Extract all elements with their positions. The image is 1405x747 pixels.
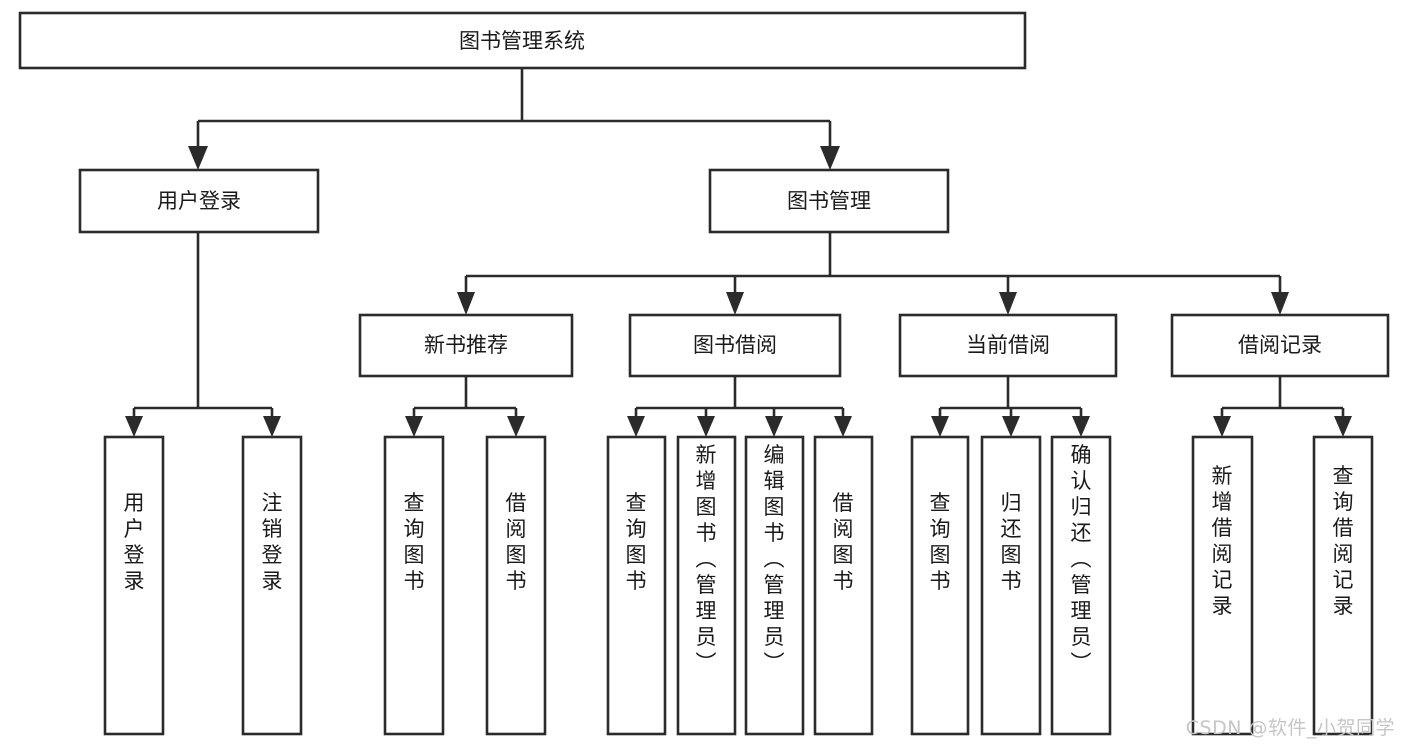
node-leaf-add-borrow-record-box[interactable] — [1191, 435, 1254, 736]
node-leaf-borrow-book[interactable]: 借阅图书 — [813, 435, 874, 736]
node-leaf-borrow-book-recommend-label: 借阅图书 — [506, 491, 527, 593]
node-leaf-query-book-recommend-box[interactable] — [383, 435, 445, 736]
arrow-head-leaf-user-login — [125, 416, 143, 437]
arrow-head-leaf-query-book-recommend — [405, 416, 423, 437]
node-current-borrow-box[interactable] — [898, 313, 1118, 378]
node-leaf-user-login-box[interactable] — [103, 435, 165, 736]
node-leaf-query-book-current-label: 查询图书 — [930, 491, 951, 593]
connector-group-new-book-recommend — [405, 376, 525, 437]
connector-group-root — [188, 68, 840, 170]
arrow-head-leaf-add-borrow-record — [1213, 416, 1231, 437]
node-leaf-query-borrow-record-box[interactable] — [1312, 435, 1374, 736]
arrow-head-leaf-return-book — [1002, 416, 1020, 437]
node-leaf-query-book-borrow[interactable]: 查询图书 — [606, 435, 667, 736]
arrow-head-current-borrow — [999, 292, 1017, 315]
csdn-watermark: CSDN @软件_小贺同学 — [1185, 717, 1395, 739]
node-book-borrow-label: 图书借阅 — [693, 333, 777, 357]
node-leaf-logout-box[interactable] — [241, 435, 303, 736]
arrow-head-book-management — [820, 146, 840, 170]
node-leaf-query-book-recommend[interactable]: 查询图书 — [383, 435, 445, 736]
arrow-head-book-borrow — [726, 292, 744, 315]
node-leaf-edit-book-admin-label: 编辑图书︵管理员︶ — [764, 443, 785, 675]
arrow-head-leaf-query-book-current — [931, 416, 949, 437]
connector-group-borrow-records — [1213, 376, 1352, 437]
node-leaf-add-book-admin-box[interactable] — [676, 435, 737, 736]
connector-group-book-management — [457, 232, 1289, 315]
arrow-head-leaf-add-book-admin — [697, 416, 715, 437]
node-leaf-user-login[interactable]: 用户登录 — [103, 435, 165, 736]
node-leaf-return-book-box[interactable] — [980, 435, 1042, 736]
node-current-borrow-label: 当前借阅 — [966, 333, 1050, 357]
node-leaf-query-borrow-record-label: 查询借阅记录 — [1333, 464, 1354, 618]
arrow-head-leaf-query-book-borrow — [627, 416, 645, 437]
node-root-label: 图书管理系统 — [459, 29, 585, 53]
node-book-management[interactable]: 图书管理 — [708, 168, 950, 234]
arrow-head-leaf-borrow-book-recommend — [507, 416, 525, 437]
node-leaf-borrow-book-recommend[interactable]: 借阅图书 — [485, 435, 547, 736]
node-new-book-recommend-box[interactable] — [358, 313, 574, 378]
node-book-management-box[interactable] — [708, 168, 950, 234]
node-current-borrow[interactable]: 当前借阅 — [898, 313, 1118, 378]
node-root[interactable]: 图书管理系统 — [18, 11, 1027, 70]
arrow-head-leaf-borrow-book — [834, 416, 852, 437]
node-leaf-borrow-book-label: 借阅图书 — [833, 491, 854, 593]
node-leaf-confirm-return-admin-box[interactable] — [1050, 435, 1112, 736]
arrow-head-leaf-logout — [263, 416, 281, 437]
node-leaf-user-login-label: 用户登录 — [124, 491, 145, 593]
node-leaf-query-book-borrow-label: 查询图书 — [626, 491, 647, 593]
node-borrow-records-label: 借阅记录 — [1238, 333, 1322, 357]
node-leaf-add-book-admin[interactable]: 新增图书︵管理员︶ — [676, 435, 737, 736]
node-leaf-edit-book-admin[interactable]: 编辑图书︵管理员︶ — [744, 435, 805, 736]
node-leaf-edit-book-admin-box[interactable] — [744, 435, 805, 736]
node-book-borrow[interactable]: 图书借阅 — [628, 313, 842, 378]
node-leaf-borrow-book-box[interactable] — [813, 435, 874, 736]
node-leaf-add-book-admin-label: 新增图书︵管理员︶ — [696, 443, 717, 675]
node-new-book-recommend[interactable]: 新书推荐 — [358, 313, 574, 378]
arrow-head-user-login — [188, 146, 208, 170]
node-borrow-records[interactable]: 借阅记录 — [1170, 313, 1390, 378]
node-leaf-query-book-current[interactable]: 查询图书 — [910, 435, 970, 736]
node-user-login[interactable]: 用户登录 — [78, 168, 320, 234]
node-leaf-return-book[interactable]: 归还图书 — [980, 435, 1042, 736]
node-root-box[interactable] — [18, 11, 1027, 70]
node-leaf-query-book-borrow-box[interactable] — [606, 435, 667, 736]
node-leaf-confirm-return-admin-label: 确认归还︵管理员︶ — [1071, 443, 1092, 675]
node-leaf-return-book-label: 归还图书 — [1001, 491, 1022, 593]
node-leaf-logout-label: 注销登录 — [262, 491, 283, 593]
arrow-head-leaf-edit-book-admin — [765, 416, 783, 437]
node-leaf-query-book-current-box[interactable] — [910, 435, 970, 736]
node-leaf-borrow-book-recommend-box[interactable] — [485, 435, 547, 736]
arrow-head-borrow-records — [1271, 292, 1289, 315]
arrow-head-leaf-confirm-return-admin — [1072, 416, 1090, 437]
node-user-login-label: 用户登录 — [157, 189, 241, 213]
node-leaf-add-borrow-record-label: 新增借阅记录 — [1212, 464, 1233, 618]
node-user-login-box[interactable] — [78, 168, 320, 234]
node-book-borrow-box[interactable] — [628, 313, 842, 378]
node-leaf-query-borrow-record[interactable]: 查询借阅记录 — [1312, 435, 1374, 736]
node-leaf-query-book-recommend-label: 查询图书 — [404, 491, 425, 593]
node-book-management-label: 图书管理 — [787, 189, 871, 213]
connector-group-current-borrow — [931, 376, 1090, 437]
node-leaf-logout[interactable]: 注销登录 — [241, 435, 303, 736]
arrow-head-leaf-query-borrow-record — [1334, 416, 1352, 437]
node-new-book-recommend-label: 新书推荐 — [424, 333, 508, 357]
connector-group-book-borrow — [627, 376, 852, 437]
arrow-head-new-book-recommend — [457, 292, 475, 315]
node-borrow-records-box[interactable] — [1170, 313, 1390, 378]
connector-group-user-login — [125, 232, 281, 437]
node-leaf-confirm-return-admin[interactable]: 确认归还︵管理员︶ — [1050, 435, 1112, 736]
node-leaf-add-borrow-record[interactable]: 新增借阅记录 — [1191, 435, 1254, 736]
